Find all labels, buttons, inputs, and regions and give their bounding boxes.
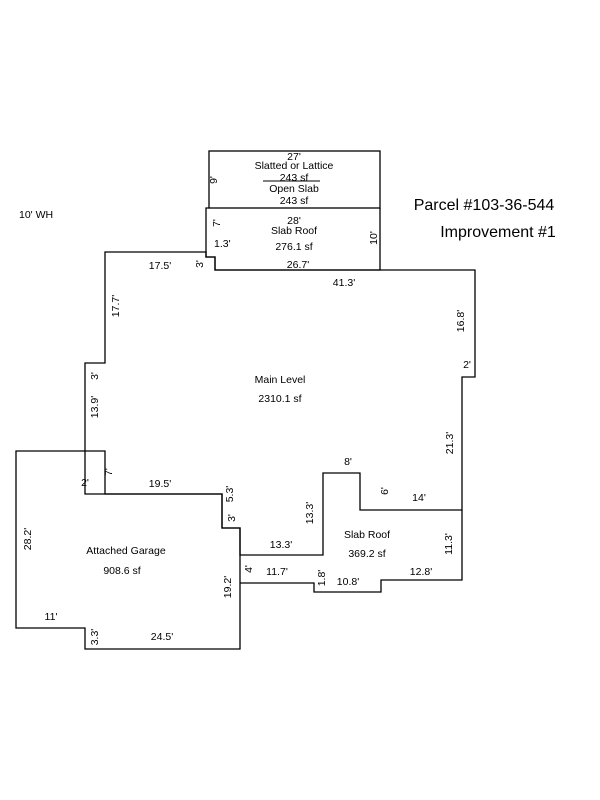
dimension-label: 13.9'	[89, 396, 101, 418]
dimension-label: 2'	[463, 359, 471, 371]
open-slab-area: 243 sf	[280, 195, 309, 207]
parcel-number: Parcel #103-36-544	[414, 197, 555, 214]
dimension-label: 8'	[344, 456, 352, 468]
main-level-area: 2310.1 sf	[258, 393, 301, 405]
dimension-label: 27'	[287, 151, 301, 163]
wall-height-label: 10' WH	[19, 209, 53, 221]
dimension-label: 41.3'	[333, 277, 355, 289]
slab-roof-right-outline	[240, 510, 463, 593]
slatted-lattice-name: Slatted or Lattice	[255, 160, 334, 172]
dimension-label: 7'	[211, 219, 223, 227]
dimension-label: 13.3'	[304, 502, 316, 524]
slab-roof-top-area: 276.1 sf	[275, 241, 312, 253]
dimension-label: 11'	[45, 611, 58, 623]
dimension-label: 19.2'	[222, 576, 234, 598]
slab-roof-right-area: 369.2 sf	[348, 548, 385, 560]
dimension-label: 6'	[379, 487, 391, 495]
dimension-label: 13.3'	[270, 539, 292, 551]
dimension-label: 24.5'	[151, 631, 173, 643]
garage-name: Attached Garage	[86, 545, 166, 557]
attached-garage-outline	[15, 450, 241, 650]
dimension-label: 14'	[412, 492, 426, 504]
dimension-label: 17.5'	[149, 260, 171, 272]
dimension-label: 21.3'	[444, 432, 456, 454]
dimension-label: 4'	[243, 565, 255, 573]
slab-roof-right-name: Slab Roof	[344, 529, 390, 541]
dimension-label: 1.8'	[316, 570, 328, 587]
slatted-lattice-area: 243 sf	[280, 172, 309, 184]
main-level-name: Main Level	[255, 374, 306, 386]
slab-roof-top-name: Slab Roof	[271, 225, 317, 237]
dimension-label: 9'	[208, 176, 220, 184]
dimension-label: 7'	[103, 468, 115, 476]
dimension-label: 28'	[287, 215, 301, 227]
open-slab-name: Open Slab	[269, 183, 319, 195]
dimension-label: 3'	[89, 372, 101, 380]
dimension-label: 2'	[81, 477, 89, 489]
dimension-label: 3'	[194, 260, 206, 268]
slatted-open-slab-outline	[208, 150, 381, 209]
dimension-label: 1.3'	[214, 238, 231, 250]
dimension-label: 3.3'	[89, 629, 101, 646]
dimension-label: 5.3'	[224, 486, 236, 503]
dimension-label: 11.7'	[266, 566, 288, 578]
dimension-label: 10'	[368, 231, 380, 245]
improvement-number: Improvement #1	[440, 224, 556, 241]
dimension-label: 3'	[226, 514, 238, 522]
dimension-label: 10.8'	[337, 576, 359, 588]
dimension-label: 12.8'	[410, 566, 432, 578]
dimension-label: 26.7'	[287, 259, 309, 271]
main-level-outline	[84, 251, 476, 556]
dimension-label: 19.5'	[149, 478, 171, 490]
garage-area: 908.6 sf	[103, 565, 140, 577]
dimension-label: 16.8'	[455, 310, 467, 332]
dimension-label: 11.3'	[443, 533, 455, 555]
dimension-label: 28.2'	[22, 528, 34, 550]
dimension-label: 17.7'	[110, 295, 122, 317]
